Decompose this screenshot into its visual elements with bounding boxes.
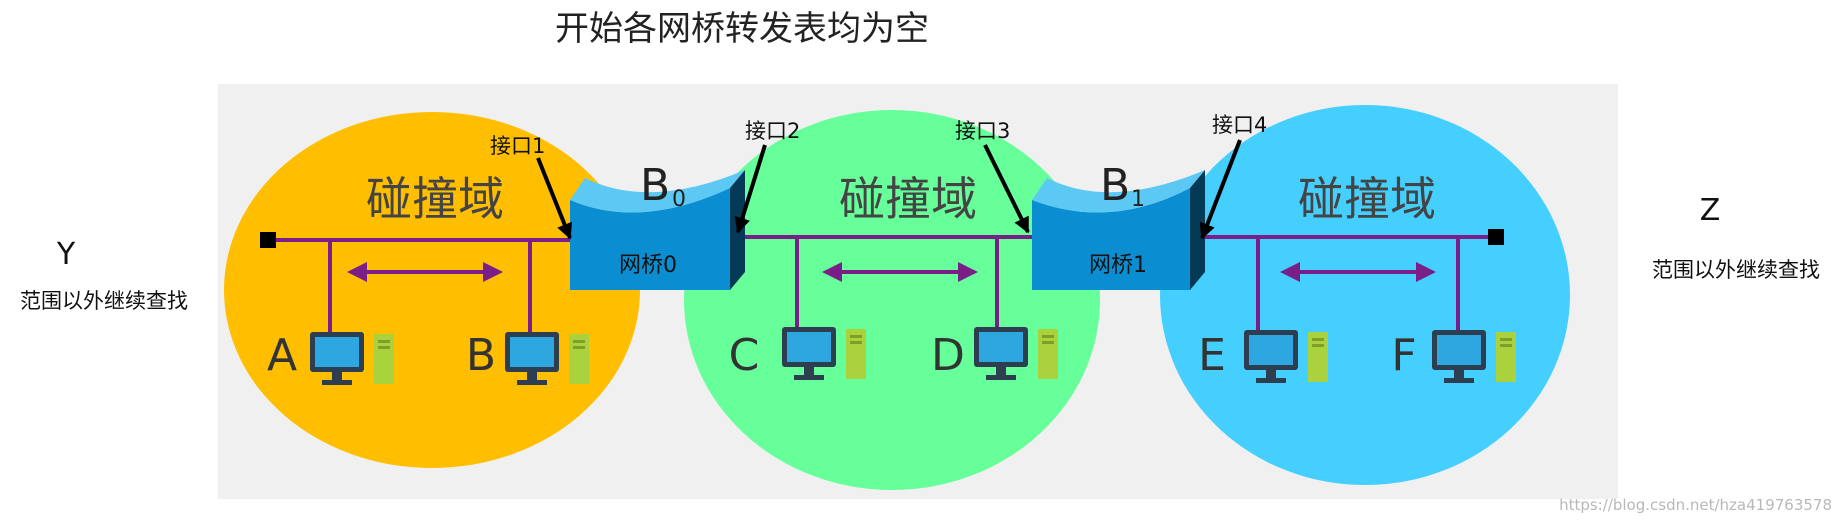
- collision-domain-middle: [684, 110, 1100, 490]
- port-label-1: 接口1: [490, 134, 545, 158]
- domain-label-middle: 碰撞域: [839, 172, 977, 226]
- bridge-1-top: [1032, 170, 1205, 213]
- side-text-left: 范围以外继续查找: [20, 289, 188, 313]
- collision-domain-right: [1160, 105, 1570, 485]
- host-label-b: B: [466, 330, 496, 381]
- port-arrow-3: [983, 144, 1030, 234]
- side-letter-z: Z: [1700, 193, 1721, 228]
- side-text-right: 范围以外继续查找: [1652, 258, 1820, 282]
- watermark: https://blog.csdn.net/hza419763578: [1559, 496, 1832, 514]
- host-label-c: C: [729, 330, 760, 381]
- port-arrow-2: [734, 144, 767, 234]
- host-label-f: F: [1391, 330, 1416, 381]
- bridge-0-top: [570, 170, 745, 213]
- port-arrow-4: [1199, 139, 1242, 240]
- port-label-3: 接口3: [955, 119, 1010, 143]
- bridge-1-label: 网桥1: [1089, 253, 1147, 278]
- bridge-1: [1032, 170, 1205, 290]
- host-label-e: E: [1198, 330, 1226, 381]
- port-label-4: 接口4: [1212, 113, 1267, 137]
- bridge-1-name: B: [1100, 160, 1130, 211]
- host-label-a: A: [267, 330, 297, 381]
- bridge-1-subscript: 1: [1131, 187, 1145, 212]
- bridge-1-side: [1190, 170, 1205, 290]
- side-letter-y: Y: [56, 237, 76, 272]
- domain-label-left: 碰撞域: [366, 172, 504, 226]
- diagram-title: 开始各网桥转发表均为空: [555, 9, 929, 49]
- port-label-2: 接口2: [745, 119, 800, 143]
- terminator-left: [260, 232, 276, 248]
- bridge-0-name: B: [640, 160, 670, 211]
- host-label-d: D: [931, 330, 965, 381]
- bridge-0-label: 网桥0: [619, 253, 677, 278]
- domain-label-right: 碰撞域: [1298, 172, 1436, 226]
- bridge-0-subscript: 0: [672, 187, 686, 212]
- port-arrow-1: [536, 157, 573, 240]
- bridge-1-body: [1032, 188, 1190, 290]
- terminator-right: [1488, 229, 1504, 245]
- bridge-0-body: [570, 188, 730, 290]
